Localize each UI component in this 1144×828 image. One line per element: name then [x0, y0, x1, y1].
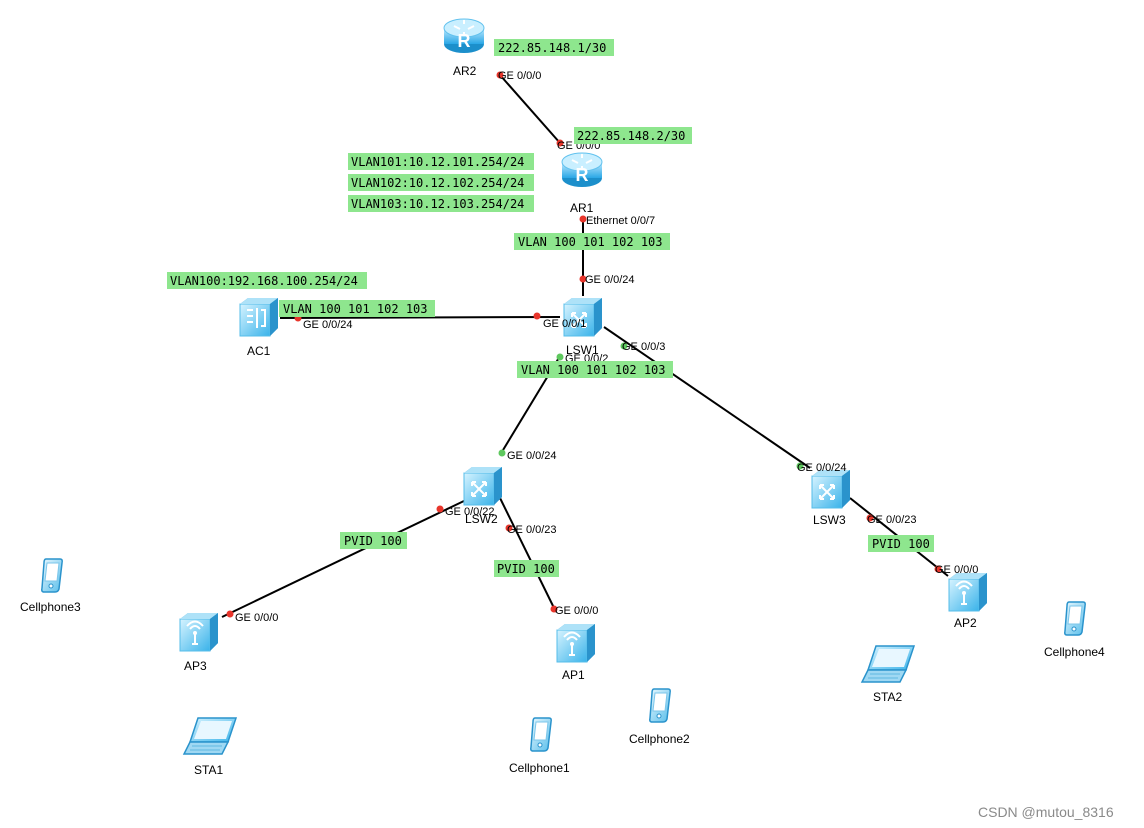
wireless-ap-icon[interactable]: [179, 612, 219, 652]
switch-icon[interactable]: [811, 469, 851, 509]
link-ar2-ar1[interactable]: [499, 74, 561, 144]
note-bg: [348, 174, 534, 191]
port-label-lsw2-ge0022: GE 0/0/22: [445, 506, 495, 518]
note-lsw1-lsw2-vlan: VLAN 100 101 102 103: [521, 363, 666, 377]
watermark: CSDN @mutou_8316: [978, 804, 1114, 820]
port-labels: GE 0/0/0 GE 0/0/0 Ethernet 0/0/7 GE 0/0/…: [235, 70, 978, 624]
note-bg: [340, 532, 407, 549]
port-label-lsw1-ge001: GE 0/0/1: [543, 318, 586, 330]
note-bg: [348, 195, 534, 212]
link-ac1-lsw1[interactable]: [279, 316, 561, 319]
note-bg: [279, 300, 435, 317]
note-ac1-lsw1-vlan: VLAN 100 101 102 103: [283, 302, 428, 316]
port-label-lsw1-ge003: GE 0/0/3: [622, 341, 665, 353]
port-dot-ap1: [550, 605, 558, 613]
port-dot-lsw2-left: [436, 505, 444, 513]
port-dot-lsw3-right: [866, 514, 874, 522]
switch-icon[interactable]: [463, 466, 503, 506]
port-label-ap1: GE 0/0/0: [555, 605, 598, 617]
note-ar1-lsw1-vlan: VLAN 100 101 102 103: [518, 235, 663, 249]
device-label-cellphone3: Cellphone3: [20, 600, 81, 614]
cellphone-icon[interactable]: [649, 688, 671, 723]
note-bg: [517, 361, 673, 378]
port-label-lsw2-ge0023: GE 0/0/23: [507, 524, 557, 536]
note-vlan101: VLAN101:10.12.101.254/24: [351, 155, 524, 169]
cellphone-icon[interactable]: [1064, 601, 1086, 636]
note-pvid-ap2: PVID 100: [872, 537, 930, 551]
note-vlan103: VLAN103:10.12.103.254/24: [351, 197, 524, 211]
device-label-ar2: AR2: [453, 64, 477, 78]
note-pvid-ap3: PVID 100: [344, 534, 402, 548]
note-bg: [494, 560, 559, 577]
port-label-ar2: GE 0/0/0: [498, 70, 541, 82]
device-labels: AR2 AR1 LSW1 LSW2 LSW3 AC1 AP1 AP2 AP3 S…: [20, 64, 1105, 777]
note-ar2-ip: 222.85.148.1/30: [498, 41, 606, 55]
device-label-lsw1: LSW1: [566, 343, 599, 357]
cellphone-icon[interactable]: [41, 558, 63, 593]
device-label-cellphone2: Cellphone2: [629, 732, 690, 746]
device-label-ar1: AR1: [570, 201, 594, 215]
device-label-lsw3: LSW3: [813, 513, 846, 527]
access-controller-icon[interactable]: [239, 297, 279, 337]
router-icon[interactable]: [561, 152, 603, 188]
laptop-icon[interactable]: [861, 645, 915, 683]
link-lsw2-ap3[interactable]: [221, 499, 467, 618]
note-bg: [348, 153, 534, 170]
port-dots: [226, 71, 942, 618]
port-dot-ar1-top: [556, 139, 564, 147]
notes: 222.85.148.1/30 222.85.148.2/30 VLAN101:…: [167, 39, 934, 577]
device-label-cellphone4: Cellphone4: [1044, 645, 1105, 659]
note-vlan100: VLAN100:192.168.100.254/24: [170, 274, 358, 288]
note-ar1-ip: 222.85.148.2/30: [577, 129, 685, 143]
port-dot-lsw3-top: [796, 462, 804, 470]
port-dot-lsw1-ge003: [620, 342, 628, 350]
port-label-ar1-eth007: Ethernet 0/0/7: [586, 215, 655, 227]
link-lsw2-ap1[interactable]: [499, 497, 557, 613]
note-bg: [167, 272, 367, 289]
port-dot-ap3: [226, 610, 234, 618]
note-pvid-ap1: PVID 100: [497, 562, 555, 576]
device-label-sta1: STA1: [194, 763, 223, 777]
wireless-ap-icon[interactable]: [556, 623, 596, 663]
port-dot-lsw1-ge002: [556, 353, 564, 361]
port-dot-lsw2-top: [498, 449, 506, 457]
devices: [41, 18, 1086, 755]
device-label-lsw2: LSW2: [465, 512, 498, 526]
device-label-ap1: AP1: [562, 668, 585, 682]
device-label-ap3: AP3: [184, 659, 207, 673]
device-label-ap2: AP2: [954, 616, 977, 630]
note-bg: [574, 127, 692, 144]
router-icon[interactable]: [443, 18, 485, 54]
port-dot-ar2: [496, 71, 504, 79]
port-dot-ap2: [934, 565, 942, 573]
port-label-lsw2-ge0024: GE 0/0/24: [507, 450, 557, 462]
port-label-lsw3-ge0023: GE 0/0/23: [867, 514, 917, 526]
link-lsw1-lsw3[interactable]: [603, 326, 811, 469]
port-label-lsw1-ge0024: GE 0/0/24: [585, 274, 635, 286]
note-bg: [494, 39, 614, 56]
port-label-ap2: GE 0/0/0: [935, 564, 978, 576]
port-dot-lsw1-top: [579, 275, 587, 283]
note-bg: [868, 535, 934, 552]
device-label-sta2: STA2: [873, 690, 902, 704]
switch-icon[interactable]: [563, 297, 603, 337]
wireless-ap-icon[interactable]: [948, 572, 988, 612]
port-label-lsw3-ge0024: GE 0/0/24: [797, 462, 847, 474]
port-dot-ar1-bottom: [579, 215, 587, 223]
device-label-cellphone1: Cellphone1: [509, 761, 570, 775]
cellphone-icon[interactable]: [530, 717, 552, 752]
note-vlan102: VLAN102:10.12.102.254/24: [351, 176, 524, 190]
laptop-icon[interactable]: [183, 717, 237, 755]
note-bg: [514, 233, 670, 250]
port-dot-lsw2-right: [505, 524, 513, 532]
device-label-ac1: AC1: [247, 344, 271, 358]
port-dot-lsw1-left: [533, 312, 541, 320]
port-label-ap3: GE 0/0/0: [235, 612, 278, 624]
port-label-ac1: GE 0/0/24: [303, 319, 353, 331]
